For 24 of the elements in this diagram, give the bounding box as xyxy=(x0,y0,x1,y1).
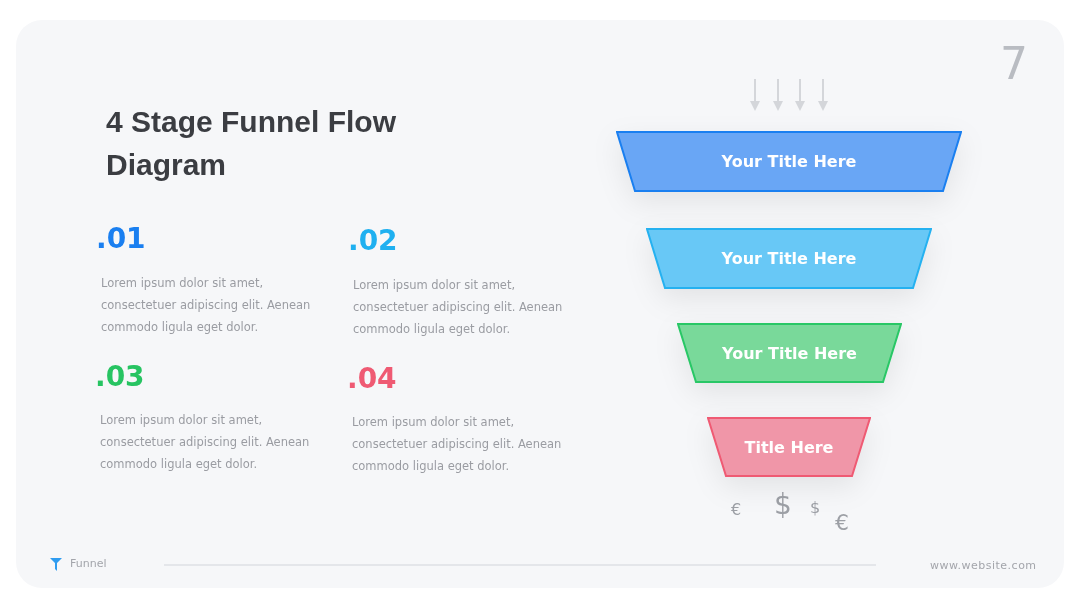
body-text: Lorem ipsum dolor sit amet, consectetuer adipiscing elit. Aenean commodo ligula eget dolor. xyxy=(100,412,311,473)
body-text: Lorem ipsum dolor sit amet, consectetuer adipiscing elit. Aenean commodo ligula eget dolor. xyxy=(353,277,564,338)
step-number: .03 xyxy=(95,360,145,394)
footer-text: Funnel xyxy=(70,557,107,571)
currency-sign: $ xyxy=(774,488,792,522)
step-number: .02 xyxy=(348,224,398,258)
step-number: .01 xyxy=(96,222,146,256)
stage-title: Your Title Here xyxy=(721,249,857,268)
stage-title: Title Here xyxy=(744,437,834,457)
funnel-stage xyxy=(707,417,871,477)
funnel-stage xyxy=(646,228,932,289)
currency-sign: € xyxy=(835,510,849,537)
body-text: Lorem ipsum dolor sit amet, consectetuer adipiscing elit. Aenean commodo ligula eget dolor. xyxy=(352,414,563,475)
stage-title: Your Title Here xyxy=(721,152,857,171)
body-text: Lorem ipsum dolor sit amet, consectetuer adipiscing elit. Aenean commodo ligula eget dolor. xyxy=(101,275,312,336)
page-number: 7 xyxy=(1000,38,1028,91)
step-number: .04 xyxy=(347,362,397,396)
currency-sign: $ xyxy=(810,498,821,518)
stage-title: Your Title Here xyxy=(722,343,857,363)
slide-title: 4 Stage Funnel Flow Diagram xyxy=(106,104,398,183)
footer-text: www.website.com xyxy=(930,559,1037,573)
funnel-stage xyxy=(616,131,962,192)
currency-sign: € xyxy=(731,500,742,520)
funnel-stage xyxy=(677,323,902,383)
